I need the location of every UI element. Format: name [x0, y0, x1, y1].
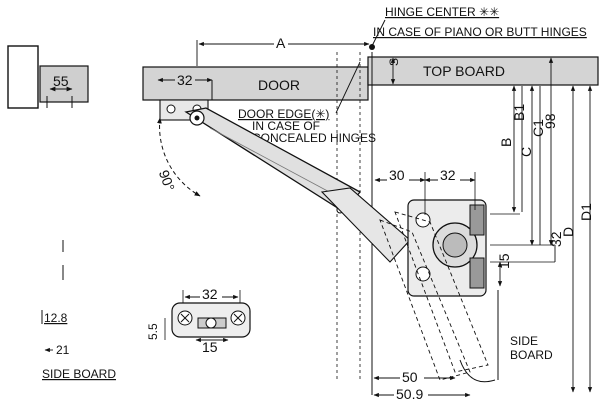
bottom-plate-detail: 32 15 5.5 — [146, 285, 251, 355]
dim-D: D — [560, 227, 576, 237]
hinge-center-label: HINGE CENTER ✳✳ — [385, 5, 499, 19]
detail-55: 55 — [7, 45, 89, 109]
side-board-left-label: SIDE BOARD — [42, 367, 116, 381]
dim-C1: C1 — [530, 119, 546, 137]
dim-S: S — [387, 58, 401, 66]
dim-50: 50 — [402, 369, 418, 385]
dim-5-5: 5.5 — [146, 323, 160, 340]
dim-D1: D1 — [578, 203, 594, 221]
dim-B: B — [498, 138, 514, 147]
dim-C: C — [518, 147, 534, 157]
side-mechanism — [379, 199, 496, 383]
dim-32-vert: 32 — [548, 231, 564, 247]
top-board — [367, 56, 599, 86]
hinge-center-note: IN CASE OF PIANO OR BUTT HINGES — [373, 25, 587, 39]
dim-55: 55 — [53, 73, 69, 89]
door-edge-note1: IN CASE OF — [252, 119, 320, 133]
side-board-right-1: SIDE — [510, 334, 538, 348]
stay-arm — [184, 107, 411, 263]
dim-12-8: 12.8 — [44, 311, 68, 325]
hinge-center-dot — [369, 44, 375, 50]
dim-98: 98 — [542, 113, 558, 129]
dim-90: 90° — [156, 168, 178, 193]
dim-30: 30 — [389, 167, 405, 183]
dim-50-9: 50.9 — [396, 386, 423, 402]
door-label: DOOR — [258, 77, 300, 93]
dim-32-bottom: 32 — [202, 286, 218, 302]
side-board-right-2: BOARD — [510, 348, 553, 362]
dim-B1: B1 — [511, 104, 527, 121]
dim-21: 21 — [56, 343, 70, 357]
dim-32-right: 32 — [440, 167, 456, 183]
dim-15-vert: 15 — [496, 253, 512, 269]
dim-A: A — [276, 35, 286, 51]
top-board-label: TOP BOARD — [423, 63, 505, 79]
dim-32-top: 32 — [177, 72, 193, 88]
dim-15-bottom: 15 — [202, 339, 218, 355]
door-edge-note2: CONCEALED HINGES — [252, 131, 376, 145]
door-edge-label: DOOR EDGE(✳) — [238, 107, 329, 121]
